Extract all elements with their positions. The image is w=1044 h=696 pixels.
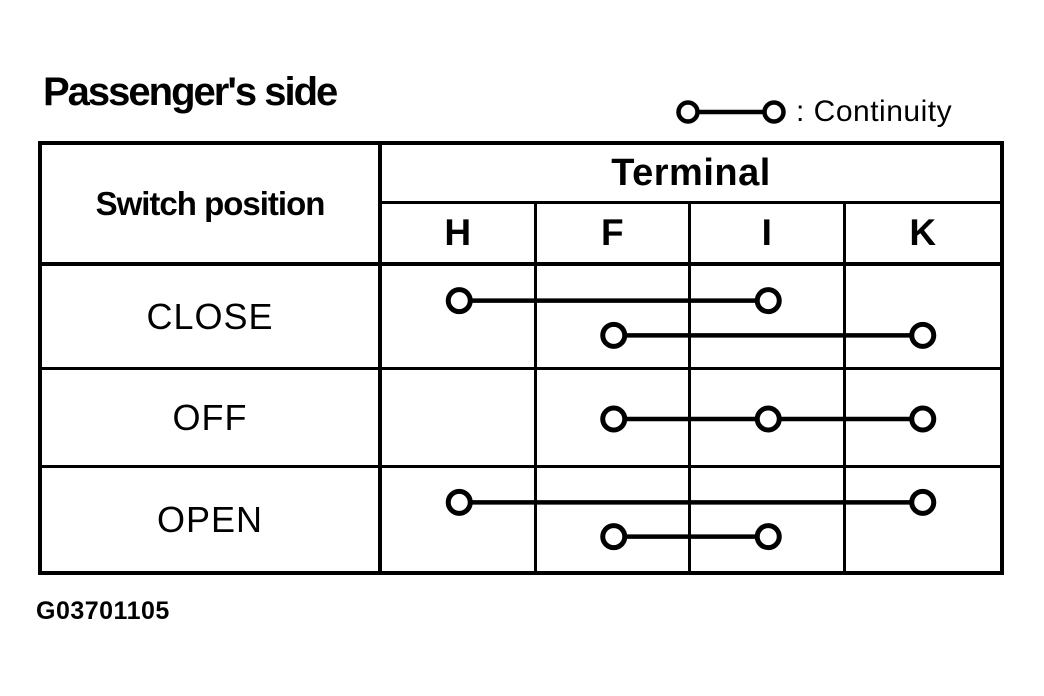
continuity-legend: : Continuity (674, 94, 952, 130)
terminal-letter: H (444, 212, 472, 253)
terminal-cell (846, 468, 1001, 571)
switch-position-close: CLOSE (42, 266, 382, 370)
switch-position-header: Switch position (42, 145, 382, 266)
switch-position-off: OFF (42, 370, 382, 468)
terminal-cell (382, 266, 537, 370)
terminal-column-header-k: K (845, 204, 1000, 266)
switch-position-open: OPEN (42, 468, 382, 571)
row-label: OPEN (156, 498, 264, 540)
terminal-cell (382, 468, 537, 571)
terminal-cell (691, 266, 846, 370)
terminal-cell (536, 370, 691, 468)
row-label: CLOSE (146, 295, 274, 337)
terminal-cell (845, 370, 1000, 468)
legend-label: : Continuity (796, 95, 953, 128)
continuity-symbol-icon (676, 100, 786, 124)
terminal-letter: F (600, 212, 624, 253)
terminal-cell (536, 266, 691, 370)
page-title: Passenger's side (43, 70, 338, 114)
row-label: OFF (172, 396, 248, 438)
terminal-column-header-h: H (382, 204, 537, 266)
figure-id: G03701105 (36, 597, 170, 625)
switch-position-header-label: Switch position (95, 184, 326, 222)
terminal-column-header-f: F (536, 204, 691, 266)
terminal-cell (691, 468, 846, 571)
terminal-group-header: Terminal (382, 145, 1000, 204)
terminal-header-label: Terminal (611, 151, 771, 194)
terminal-cell (537, 468, 691, 571)
terminal-column-header-i: I (691, 204, 846, 266)
terminal-letter: K (909, 212, 937, 253)
terminal-letter: I (761, 212, 772, 253)
continuity-table: Switch position Terminal H F I K CLOSE O… (38, 141, 1004, 575)
terminal-cell (691, 370, 846, 468)
terminal-cell (382, 370, 537, 468)
terminal-cell (845, 266, 1000, 370)
